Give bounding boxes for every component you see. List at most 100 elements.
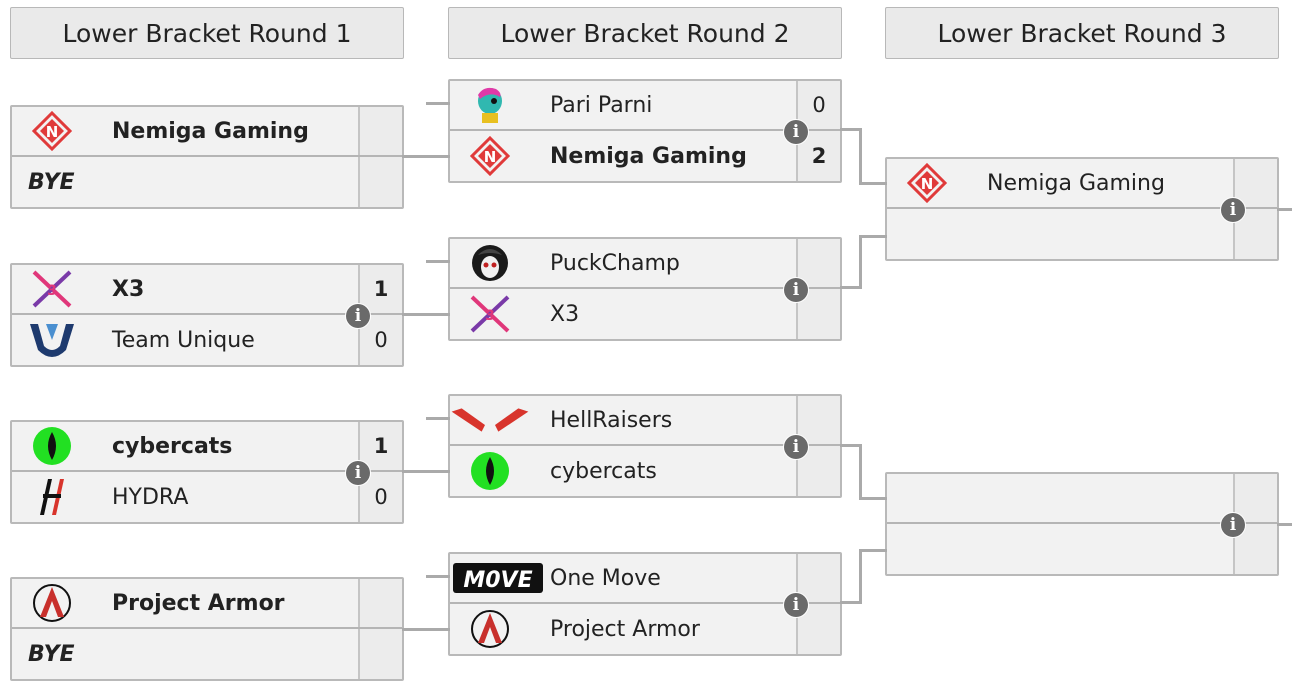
match-r2-3[interactable]: HellRaisers cybercats i: [448, 394, 842, 498]
connector: [426, 575, 450, 578]
team-name: HellRaisers: [550, 407, 673, 433]
match-slot: cybercats 1: [12, 422, 402, 472]
match-slot: N Nemiga Gaming 2: [450, 131, 840, 181]
connector: [859, 549, 887, 552]
svg-text:3: 3: [47, 283, 57, 299]
connector: [859, 444, 862, 499]
connector: [426, 417, 450, 420]
team-name: Project Armor: [112, 590, 285, 616]
match-r1-2[interactable]: 3 X3 1 Team Unique 0 i: [10, 263, 404, 367]
match-r1-4[interactable]: Project Armor BYE: [10, 577, 404, 681]
header-round-1: Lower Bracket Round 1: [10, 7, 404, 59]
match-r2-2[interactable]: PuckChamp 3 X3 i: [448, 237, 842, 341]
team-name: PuckChamp: [550, 250, 680, 276]
team-name: Pari Parni: [550, 92, 653, 118]
connector: [402, 628, 450, 631]
nemiga-logo: N: [450, 136, 530, 176]
cybercats-logo: [12, 426, 92, 466]
connector: [859, 235, 862, 289]
connector: [840, 286, 862, 289]
match-r3-1[interactable]: N Nemiga Gaming i: [885, 157, 1279, 261]
match-info-icon[interactable]: i: [784, 435, 808, 459]
team-name: Project Armor: [550, 616, 700, 642]
team-unique-logo: [12, 320, 92, 360]
team-name: BYE: [28, 169, 75, 195]
match-info-icon[interactable]: i: [346, 304, 370, 328]
team-name: X3: [550, 301, 580, 327]
team-name: Nemiga Gaming: [550, 143, 747, 169]
connector: [840, 444, 862, 447]
connector: [840, 128, 862, 131]
connector: [840, 601, 862, 604]
svg-text:N: N: [46, 123, 59, 141]
connector: [426, 102, 450, 105]
match-slot: 3 X3 1: [12, 265, 402, 315]
connector: [402, 155, 450, 158]
connector: [859, 182, 887, 185]
x3-logo: 3: [450, 294, 530, 334]
match-info-icon[interactable]: i: [784, 120, 808, 144]
match-slot: M0VE One Move: [450, 554, 840, 604]
header-round-2: Lower Bracket Round 2: [448, 7, 842, 59]
match-info-icon[interactable]: i: [1221, 513, 1245, 537]
team-score: [358, 107, 402, 155]
team-name: One Move: [550, 565, 661, 591]
cybercats-logo: [450, 451, 530, 491]
connector: [402, 313, 450, 316]
match-slot: cybercats: [450, 446, 840, 496]
match-r2-4[interactable]: M0VE One Move Project Armor i: [448, 552, 842, 656]
connector: [402, 470, 450, 473]
header-round-3: Lower Bracket Round 3: [885, 7, 1279, 59]
team-name: Nemiga Gaming: [112, 118, 309, 144]
match-slot: HellRaisers: [450, 396, 840, 446]
svg-text:N: N: [484, 148, 497, 166]
match-slot: [887, 209, 1277, 259]
match-slot: PuckChamp: [450, 239, 840, 289]
match-r1-3[interactable]: cybercats 1 HYDRA 0 i: [10, 420, 404, 524]
team-name: BYE: [28, 641, 75, 667]
team-score: [358, 629, 402, 679]
connector: [859, 497, 887, 500]
match-info-icon[interactable]: i: [346, 461, 370, 485]
nemiga-logo: N: [12, 111, 92, 151]
team-score: [358, 157, 402, 207]
one-move-logo: M0VE: [450, 562, 546, 594]
match-info-icon[interactable]: i: [1221, 198, 1245, 222]
connector: [1277, 523, 1292, 526]
team-name: cybercats: [112, 433, 233, 459]
nemiga-logo: N: [887, 163, 967, 203]
connector: [859, 549, 862, 604]
match-slot: BYE: [12, 157, 402, 207]
match-slot: BYE: [12, 629, 402, 679]
hydra-logo: [12, 477, 92, 517]
x3-logo: 3: [12, 269, 92, 309]
match-slot: Pari Parni 0: [450, 81, 840, 131]
team-name: X3: [112, 276, 145, 302]
team-name: Nemiga Gaming: [987, 170, 1165, 196]
match-r2-1[interactable]: Pari Parni 0 N Nemiga Gaming 2 i: [448, 79, 842, 183]
puckchamp-logo: [450, 243, 530, 283]
team-score: 1: [358, 422, 402, 470]
team-name: cybercats: [550, 458, 657, 484]
connector: [859, 128, 862, 184]
match-info-icon[interactable]: i: [784, 593, 808, 617]
team-score: [358, 579, 402, 627]
project-armor-logo: [450, 609, 530, 649]
match-r3-2[interactable]: i: [885, 472, 1279, 576]
team-name: Team Unique: [112, 327, 255, 353]
team-score: [796, 396, 840, 444]
match-info-icon[interactable]: i: [784, 278, 808, 302]
match-slot: N Nemiga Gaming: [12, 107, 402, 157]
pari-parni-logo: [450, 85, 530, 125]
team-score: 0: [796, 81, 840, 129]
match-slot: N Nemiga Gaming: [887, 159, 1277, 209]
connector: [1277, 208, 1292, 211]
match-slot: 3 X3: [450, 289, 840, 339]
match-r1-1[interactable]: N Nemiga Gaming BYE: [10, 105, 404, 209]
team-score: [1233, 159, 1277, 207]
match-slot: Team Unique 0: [12, 315, 402, 365]
svg-text:M0VE: M0VE: [463, 568, 532, 593]
svg-text:3: 3: [485, 308, 495, 324]
team-score: [796, 239, 840, 287]
match-slot: Project Armor: [450, 604, 840, 654]
